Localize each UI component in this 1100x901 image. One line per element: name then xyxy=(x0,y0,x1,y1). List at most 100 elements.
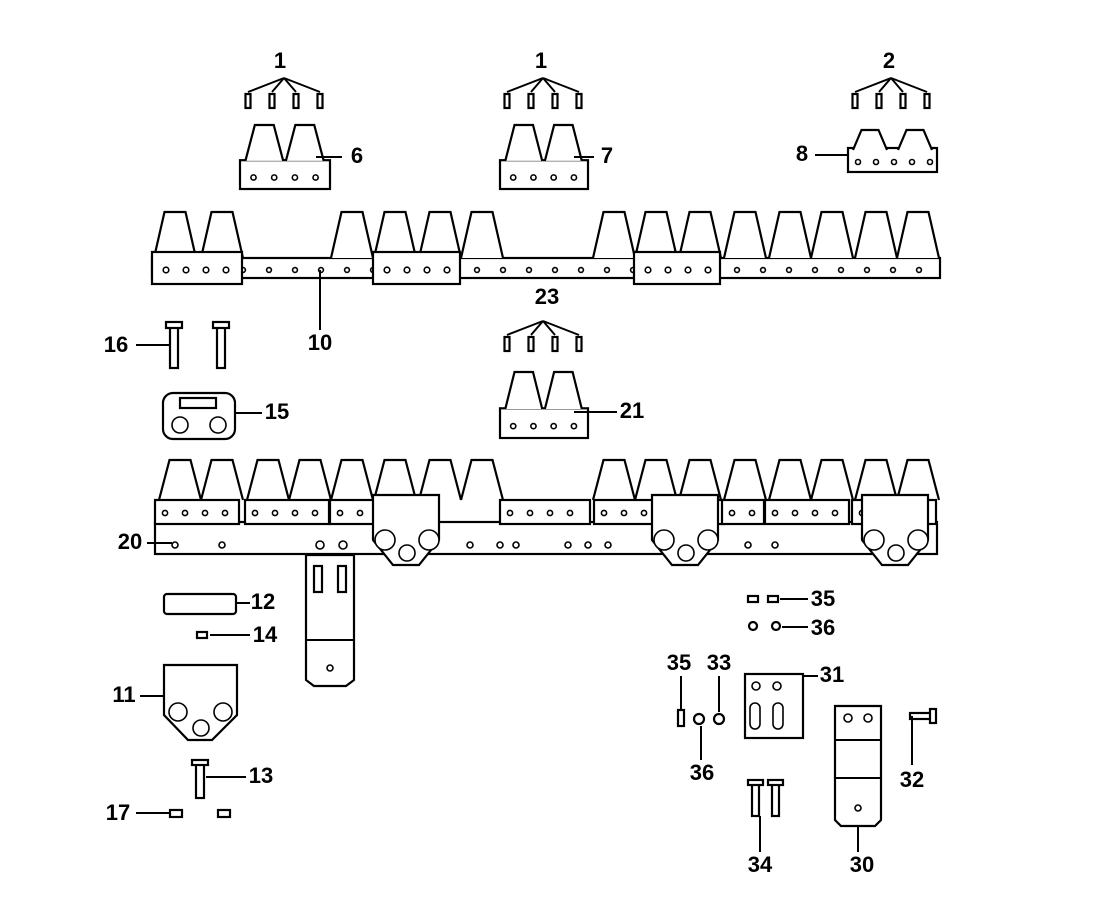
bolt-32 xyxy=(908,711,934,721)
knife-head-hole xyxy=(168,702,188,722)
rivet-hole xyxy=(161,509,169,517)
washer-36 xyxy=(770,620,782,632)
rivet-hole xyxy=(311,509,319,517)
rivet-hole xyxy=(748,509,756,517)
knife-bar-tooth xyxy=(767,210,813,259)
rivet-hole xyxy=(182,266,190,274)
rivet-2 xyxy=(899,92,907,110)
rivet-hole xyxy=(704,266,712,274)
rivet-hole xyxy=(336,509,344,517)
arm-hole xyxy=(326,664,334,672)
cutter-bar-tooth xyxy=(287,458,333,501)
rivet-hole xyxy=(473,266,481,274)
rivet-23 xyxy=(551,335,559,353)
knife-head-hole xyxy=(209,416,227,434)
label-part-36: 36 xyxy=(690,760,714,785)
arm-hole xyxy=(863,713,873,723)
bolt-34 xyxy=(770,780,781,818)
rivet-hole xyxy=(811,509,819,517)
rivet-hole xyxy=(577,266,585,274)
bar-hole xyxy=(584,541,592,549)
plate-hole xyxy=(751,681,761,691)
rivet-1 xyxy=(575,92,583,110)
label-part-8: 8 xyxy=(796,141,808,166)
rivet-hole xyxy=(603,266,611,274)
nut-35 xyxy=(746,594,760,604)
rivet-23 xyxy=(527,335,535,353)
part-shapes xyxy=(136,77,942,852)
rivet-hole xyxy=(499,266,507,274)
label-part-17: 17 xyxy=(106,800,130,825)
plate-hole xyxy=(772,681,782,691)
washer-36 xyxy=(747,620,759,632)
label-part-1: 1 xyxy=(274,48,286,73)
rivet-hole xyxy=(831,509,839,517)
bracket-line xyxy=(506,320,544,336)
bar-hole xyxy=(604,541,612,549)
rivet-23 xyxy=(503,335,511,353)
cutter-bar-tooth xyxy=(245,458,291,501)
label-part-1: 1 xyxy=(535,48,547,73)
rivet-hole xyxy=(570,422,578,430)
rivet-1 xyxy=(503,92,511,110)
cutter-bar-tooth xyxy=(372,458,418,501)
rivet-hole xyxy=(343,266,351,274)
cutter-bar-tooth xyxy=(329,458,375,501)
knife-bar-tooth xyxy=(152,210,198,259)
cutter-bar-tooth xyxy=(459,458,505,501)
rivet-hole xyxy=(908,158,916,166)
knife-bar-tooth xyxy=(853,210,899,259)
rivet-hole xyxy=(546,509,554,517)
rivet-hole xyxy=(509,174,517,181)
bolt-32-head xyxy=(928,707,938,725)
knife-section-6-tooth xyxy=(244,123,285,162)
rivet-hole xyxy=(526,509,534,517)
knife-head-slot xyxy=(178,396,218,410)
rivet-1 xyxy=(268,92,276,110)
bar-hole xyxy=(564,541,572,549)
washer-33 xyxy=(712,712,726,726)
knife-section-6-tooth xyxy=(284,123,325,162)
bracket-line xyxy=(283,77,297,93)
pin-14 xyxy=(195,630,209,640)
rivet-hole xyxy=(684,266,692,274)
knife-bar-tooth xyxy=(417,210,463,259)
rivet-hole xyxy=(443,266,451,274)
rivet-hole xyxy=(550,422,558,430)
bar-hole xyxy=(218,541,226,549)
rivet-hole xyxy=(733,266,741,274)
bracket-line xyxy=(878,77,892,93)
rivet-hole xyxy=(664,266,672,274)
bracket-line xyxy=(542,77,580,93)
knife-section-21-tooth xyxy=(504,370,544,410)
label-part-11: 11 xyxy=(112,682,135,707)
bolt-16-head xyxy=(211,320,231,330)
rivet-hole xyxy=(423,266,431,274)
rivet-1 xyxy=(244,92,252,110)
label-part-15: 15 xyxy=(265,399,289,424)
rivet-1 xyxy=(292,92,300,110)
label-part-35: 35 xyxy=(811,586,835,611)
cutter-bar-tooth xyxy=(722,458,768,501)
rivet-hole xyxy=(791,509,799,517)
bolt-16 xyxy=(215,322,227,370)
rivet-hole xyxy=(644,266,652,274)
knife-bar-tooth xyxy=(809,210,855,259)
rivet-hole xyxy=(620,509,628,517)
rivet-hole xyxy=(759,266,767,274)
arm-slot xyxy=(312,564,324,594)
cutter-bar-tooth xyxy=(895,458,941,501)
bar-hole xyxy=(512,541,520,549)
rivet-hole xyxy=(771,509,779,517)
cutter-section xyxy=(720,498,766,526)
cutter-bar-tooth xyxy=(199,458,245,501)
rivet-23 xyxy=(575,335,583,353)
cutter-bar-tooth xyxy=(417,458,463,501)
rivet-hole xyxy=(181,509,189,517)
bracket-line xyxy=(890,77,928,93)
cutter-bar-tooth xyxy=(853,458,899,501)
knife-bar-tooth xyxy=(895,210,941,259)
knife-bar-tooth xyxy=(372,210,418,259)
label-part-34: 34 xyxy=(748,852,773,877)
